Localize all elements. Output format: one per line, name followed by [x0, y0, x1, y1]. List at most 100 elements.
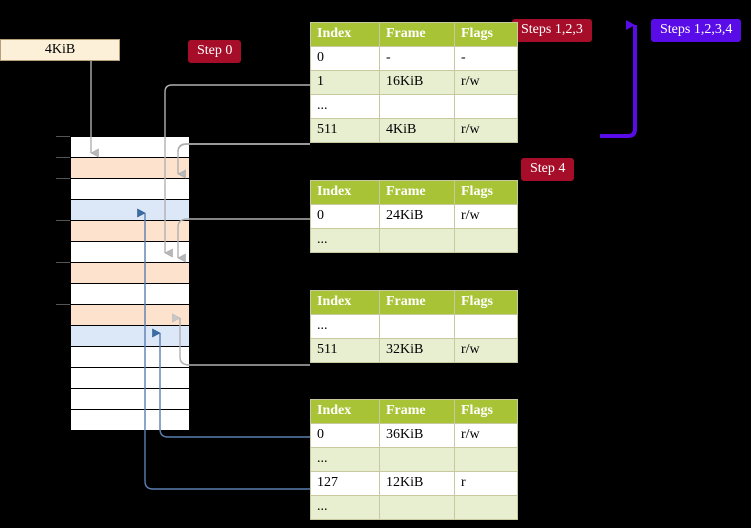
column-header-frame: Frame	[379, 290, 455, 315]
column-header-flags: Flags	[454, 290, 518, 315]
memory-frame-row	[70, 178, 190, 200]
memory-frame-row	[70, 157, 190, 179]
memory-frame-tick	[56, 136, 70, 137]
badge-label: Steps 1,2,3,4	[660, 22, 733, 37]
badge-label: Steps 1,2,3	[521, 22, 583, 37]
cell-flags	[454, 228, 518, 253]
column-header-index: Index	[310, 22, 380, 47]
badge-step-0: Step 0	[188, 40, 242, 63]
cell-index: 0	[310, 204, 380, 229]
cell-index: ...	[310, 495, 380, 520]
cell-frame: 36KiB	[379, 423, 455, 448]
cell-frame: 24KiB	[379, 204, 455, 229]
memory-frame-row	[70, 388, 190, 410]
memory-frame-tick	[56, 304, 70, 305]
cell-flags: r/w	[454, 70, 518, 95]
physical-memory-column	[56, 136, 190, 431]
memory-frame-row	[70, 220, 190, 242]
cell-flags	[454, 495, 518, 520]
memory-frame-row	[70, 346, 190, 368]
memory-frame-row	[70, 409, 190, 431]
cell-index: 511	[310, 118, 380, 143]
table-row: 0--	[310, 46, 518, 71]
cell-frame: 16KiB	[379, 70, 455, 95]
wire-t1-row511	[177, 143, 310, 179]
table-row: ...	[310, 314, 518, 339]
cell-index: ...	[310, 228, 380, 253]
column-header-flags: Flags	[454, 22, 518, 47]
purple-bracket-arrow	[600, 20, 637, 138]
column-header-index: Index	[310, 180, 380, 205]
cell-flags: r/w	[454, 204, 518, 229]
table-row: ...	[310, 447, 518, 472]
table-row: ...	[310, 94, 518, 119]
wire-t2-row0	[177, 218, 310, 263]
cell-flags: r/w	[454, 118, 518, 143]
cell-frame: 32KiB	[379, 338, 455, 363]
cell-flags	[454, 94, 518, 119]
cell-flags: r	[454, 471, 518, 496]
memory-frame-tick	[56, 157, 70, 158]
memory-frame-row	[70, 262, 190, 284]
column-header-frame: Frame	[379, 180, 455, 205]
memory-frame-tick	[56, 178, 70, 179]
badge-label: Step 0	[197, 43, 233, 58]
cell-frame	[379, 228, 455, 253]
wire-t1-row511-stub	[177, 143, 310, 153]
cell-flags: r/w	[454, 423, 518, 448]
cell-index: ...	[310, 94, 380, 119]
cell-frame: 4KiB	[379, 118, 455, 143]
column-header-index: Index	[310, 290, 380, 315]
memory-size-label: 4KiB	[44, 42, 76, 57]
badge-step-4: Step 4	[521, 158, 575, 181]
cell-index: ...	[310, 314, 380, 339]
cell-flags	[454, 447, 518, 472]
cell-index: ...	[310, 447, 380, 472]
cell-index: 0	[310, 423, 380, 448]
table-row: ...	[310, 228, 518, 253]
cell-flags	[454, 314, 518, 339]
memory-frame-tick	[56, 262, 70, 263]
cell-frame	[379, 447, 455, 472]
badge-steps-123: Steps 1,2,3	[512, 19, 592, 42]
column-header-flags: Flags	[454, 399, 518, 424]
memory-frame-row	[70, 241, 190, 263]
cell-frame: 12KiB	[379, 471, 455, 496]
memory-size-box: 4KiB	[0, 39, 120, 61]
column-header-frame: Frame	[379, 22, 455, 47]
column-header-frame: Frame	[379, 399, 455, 424]
memory-frame-tick	[56, 220, 70, 221]
memory-frame-row	[70, 367, 190, 389]
cell-frame	[379, 314, 455, 339]
column-header-index: Index	[310, 399, 380, 424]
cell-index: 511	[310, 338, 380, 363]
cell-index: 0	[310, 46, 380, 71]
memory-frame-row	[70, 304, 190, 326]
cell-flags: r/w	[454, 338, 518, 363]
cell-flags: -	[454, 46, 518, 71]
cell-frame	[379, 495, 455, 520]
cell-frame	[379, 94, 455, 119]
badge-label: Step 4	[530, 161, 566, 176]
column-header-flags: Flags	[454, 180, 518, 205]
memory-frame-row	[70, 199, 190, 221]
cell-index: 127	[310, 471, 380, 496]
memory-frame-row	[70, 325, 190, 347]
cell-frame: -	[379, 46, 455, 71]
memory-frame-row	[70, 136, 190, 158]
table-row: ...	[310, 495, 518, 520]
memory-frame-row	[70, 283, 190, 305]
cell-index: 1	[310, 70, 380, 95]
wire-t3-row511	[172, 313, 310, 366]
